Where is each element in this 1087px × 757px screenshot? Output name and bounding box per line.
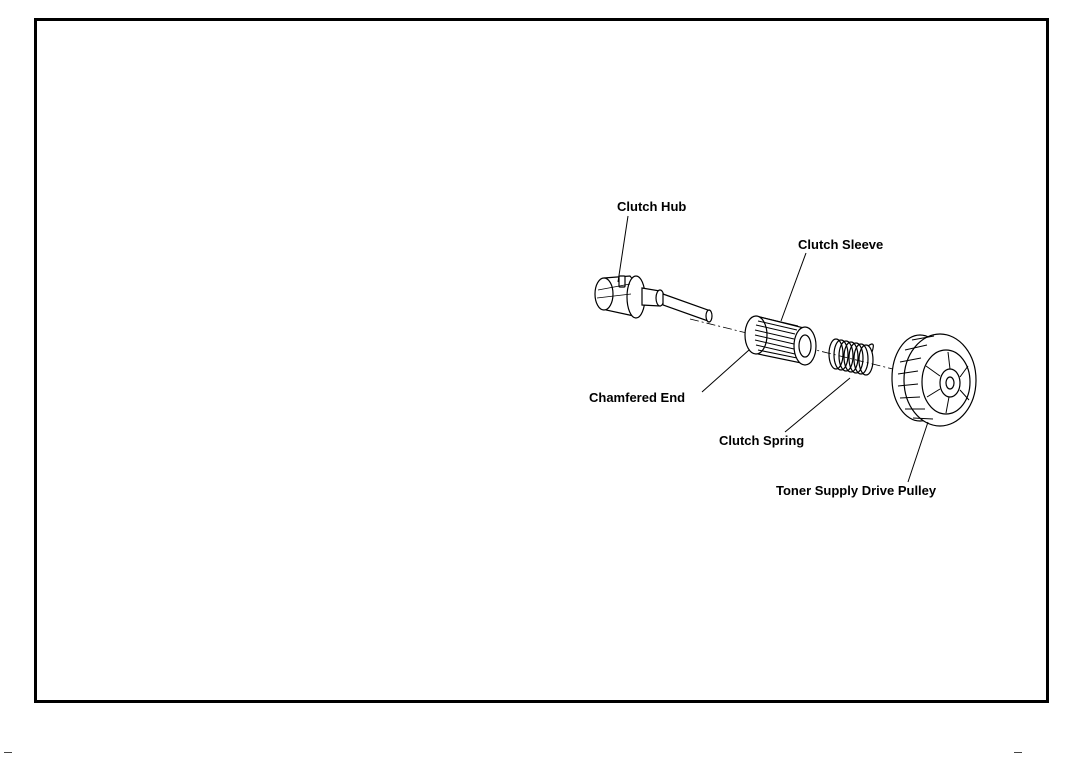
clutch-spring [829,339,873,375]
label-chamfered-end: Chamfered End [589,390,685,405]
label-clutch-hub: Clutch Hub [617,199,686,214]
label-clutch-spring: Clutch Spring [719,433,804,448]
toner-supply-drive-pulley [892,334,976,426]
corner-mark-left [4,752,12,753]
label-toner-supply-drive-pulley: Toner Supply Drive Pulley [776,483,937,498]
corner-mark-right [1014,752,1022,753]
clutch-sleeve [745,316,816,365]
clutch-hub [595,276,712,322]
label-clutch-sleeve: Clutch Sleeve [798,237,883,252]
